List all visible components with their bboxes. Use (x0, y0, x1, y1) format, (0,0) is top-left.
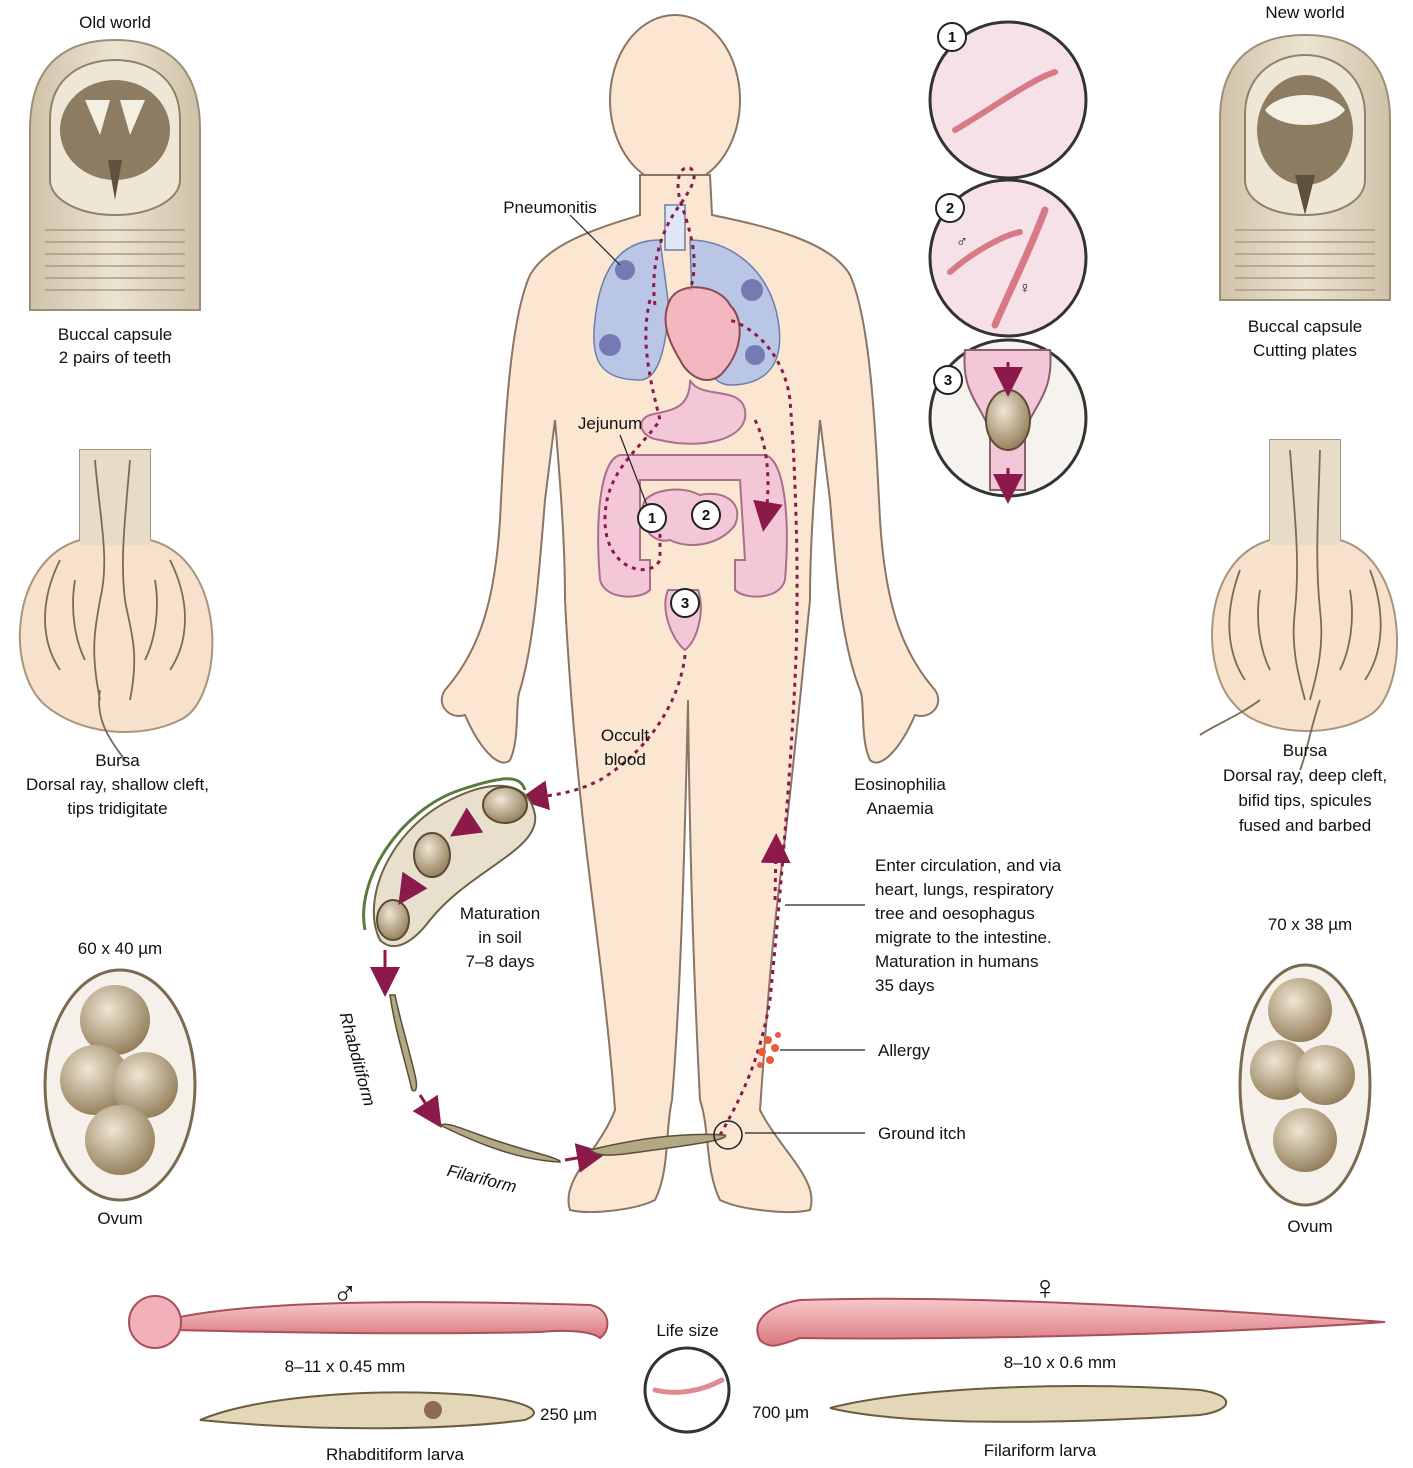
new-buccal-line1: Buccal capsule (1210, 316, 1400, 338)
old-world-ovum (45, 970, 195, 1200)
inset-marker-1: 1 (942, 27, 962, 49)
marker-2: 2 (696, 505, 716, 527)
female-symbol: ♀ (1020, 1270, 1070, 1306)
circulation-line4: migrate to the intestine. (875, 927, 1052, 949)
filariform-size: 700 µm (752, 1402, 809, 1424)
new-ovum-size: 70 x 38 µm (1235, 914, 1385, 936)
new-bursa-line3: bifid tips, spicules (1200, 790, 1410, 812)
old-buccal-line1: Buccal capsule (20, 324, 210, 346)
life-size-circle (645, 1348, 729, 1432)
new-world-buccal-capsule (1220, 35, 1390, 300)
new-world-title: New world (1245, 2, 1365, 24)
inset-marker-2: 2 (940, 198, 960, 220)
label-allergy: Allergy (878, 1040, 930, 1062)
maturation-line1: Maturation (445, 903, 555, 925)
rhabditiform-size: 250 µm (540, 1404, 597, 1426)
old-bursa-line1: Bursa (10, 750, 225, 772)
rhabditiform-larva-label: Rhabditiform larva (305, 1444, 485, 1466)
new-buccal-line2: Cutting plates (1210, 340, 1400, 362)
inset-marker-3: 3 (938, 370, 958, 392)
old-ovum-size: 60 x 40 µm (45, 938, 195, 960)
inset-circles (930, 22, 1086, 496)
new-world-ovum (1240, 965, 1370, 1205)
circulation-line5: Maturation in humans (875, 951, 1038, 973)
old-world-title: Old world (55, 12, 175, 34)
old-bursa-line2: Dorsal ray, shallow cleft, (10, 774, 225, 796)
label-ground-itch: Ground itch (878, 1123, 966, 1145)
adult-female-worm (757, 1299, 1385, 1346)
circulation-line3: tree and oesophagus (875, 903, 1035, 925)
label-occult-2: blood (570, 749, 680, 771)
label-occult-1: Occult (570, 725, 680, 747)
circulation-line6: 35 days (875, 975, 935, 997)
marker-3: 3 (675, 593, 695, 615)
circulation-line1: Enter circulation, and via (875, 855, 1061, 877)
rhabditiform-larva (200, 1392, 534, 1428)
filariform-larva-label: Filariform larva (960, 1440, 1120, 1462)
inset-male-symbol: ♂ (952, 232, 972, 254)
maturation-line3: 7–8 days (445, 951, 555, 973)
new-bursa-line4: fused and barbed (1200, 815, 1410, 837)
life-size-label: Life size (640, 1320, 735, 1342)
new-bursa-line2: Dorsal ray, deep cleft, (1200, 765, 1410, 787)
new-ovum-label: Ovum (1260, 1216, 1360, 1238)
new-world-bursa (1200, 440, 1397, 770)
old-world-buccal-capsule (30, 40, 200, 310)
male-size: 8–11 x 0.45 mm (260, 1356, 430, 1378)
female-size: 8–10 x 0.6 mm (975, 1352, 1145, 1374)
old-world-bursa (20, 450, 212, 760)
label-jejunum: Jejunum (555, 413, 665, 435)
label-pneumonitis: Pneumonitis (490, 197, 610, 219)
label-eosinophilia: Eosinophilia (835, 774, 965, 796)
inset-female-symbol: ♀ (1015, 278, 1035, 300)
old-ovum-label: Ovum (70, 1208, 170, 1230)
new-bursa-line1: Bursa (1200, 740, 1410, 762)
male-symbol: ♂ (320, 1276, 370, 1312)
circulation-line2: heart, lungs, respiratory (875, 879, 1054, 901)
filariform-larva (830, 1386, 1226, 1422)
marker-1: 1 (642, 508, 662, 530)
old-bursa-line3: tips tridigitate (10, 798, 225, 820)
old-buccal-line2: 2 pairs of teeth (20, 347, 210, 369)
label-anaemia: Anaemia (835, 798, 965, 820)
maturation-line2: in soil (445, 927, 555, 949)
